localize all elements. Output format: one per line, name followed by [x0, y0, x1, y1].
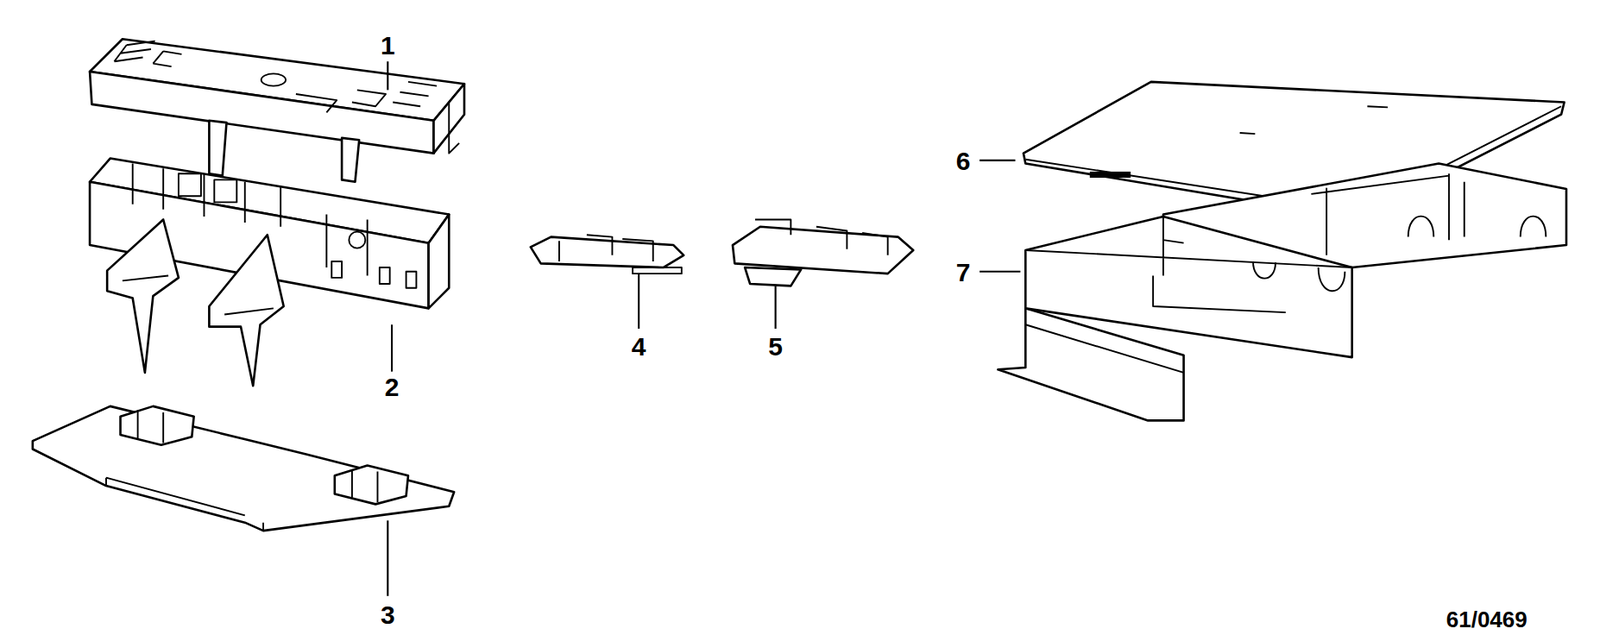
callout-number: 3 [380, 602, 396, 629]
callout-number: 7 [956, 259, 971, 286]
callout-number: 5 [768, 333, 783, 360]
callout-number: 2 [384, 374, 400, 401]
connector-part [530, 234, 684, 274]
callout-number: 1 [380, 32, 396, 59]
mounting-plate [32, 406, 454, 531]
relay-box-tray [997, 163, 1567, 421]
fuse-box-cover [89, 38, 465, 183]
callout-number: 4 [631, 333, 647, 360]
leader-lines [387, 61, 1021, 597]
fuse-box-base [89, 158, 449, 387]
callout-number: 6 [956, 148, 971, 175]
connector-part [732, 219, 914, 286]
figure-code: 61/0469 [1446, 608, 1528, 631]
